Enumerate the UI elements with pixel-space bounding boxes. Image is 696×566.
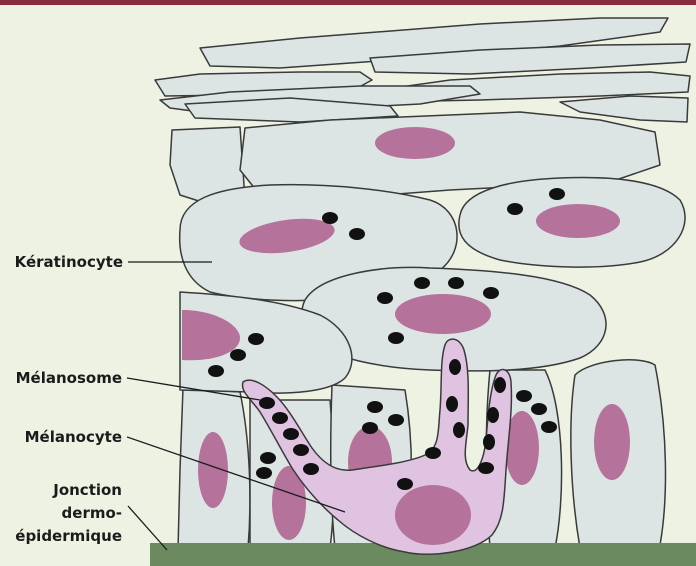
nucleus xyxy=(594,404,630,480)
melanosome xyxy=(507,203,523,215)
melanosome xyxy=(293,444,309,456)
melanosome xyxy=(272,412,288,424)
melanosome xyxy=(260,452,276,464)
melanosome xyxy=(531,403,547,415)
melanosome xyxy=(397,478,413,490)
melanosome xyxy=(425,447,441,459)
melanosome xyxy=(259,397,275,409)
melanosome xyxy=(367,401,383,413)
melanocyte-nucleus xyxy=(395,485,471,545)
melanosome xyxy=(349,228,365,240)
melanosome xyxy=(541,421,557,433)
melanosome xyxy=(248,333,264,345)
label-keratinocyte: Kératinocyte xyxy=(15,253,123,271)
melanosome xyxy=(208,365,224,377)
melanosome xyxy=(448,277,464,289)
melanosome xyxy=(453,422,465,438)
melanosome xyxy=(388,332,404,344)
melanosome xyxy=(483,434,495,450)
nucleus xyxy=(395,294,491,334)
nucleus xyxy=(375,127,455,159)
melanosome xyxy=(414,277,430,289)
nucleus xyxy=(536,204,620,238)
melanosome xyxy=(377,292,393,304)
melanosome xyxy=(446,396,458,412)
melanosome xyxy=(283,428,299,440)
melanosome xyxy=(388,414,404,426)
melanosome xyxy=(303,463,319,475)
label-melanocyte: Mélanocyte xyxy=(25,428,122,446)
melanosome xyxy=(478,462,494,474)
melanosome xyxy=(483,287,499,299)
melanosome xyxy=(230,349,246,361)
label-melanosome: Mélanosome xyxy=(16,369,122,387)
melanosome xyxy=(362,422,378,434)
melanosome xyxy=(516,390,532,402)
label-junction-line-1: Jonction xyxy=(52,481,122,499)
melanosome xyxy=(487,407,499,423)
label-junction-line-2: dermo- xyxy=(62,504,122,522)
top-border xyxy=(0,0,696,5)
melanosome xyxy=(494,377,506,393)
label-junction-line-3: épidermique xyxy=(15,527,122,545)
melanosome xyxy=(449,359,461,375)
melanosome xyxy=(549,188,565,200)
melanosome xyxy=(256,467,272,479)
melanosome xyxy=(322,212,338,224)
